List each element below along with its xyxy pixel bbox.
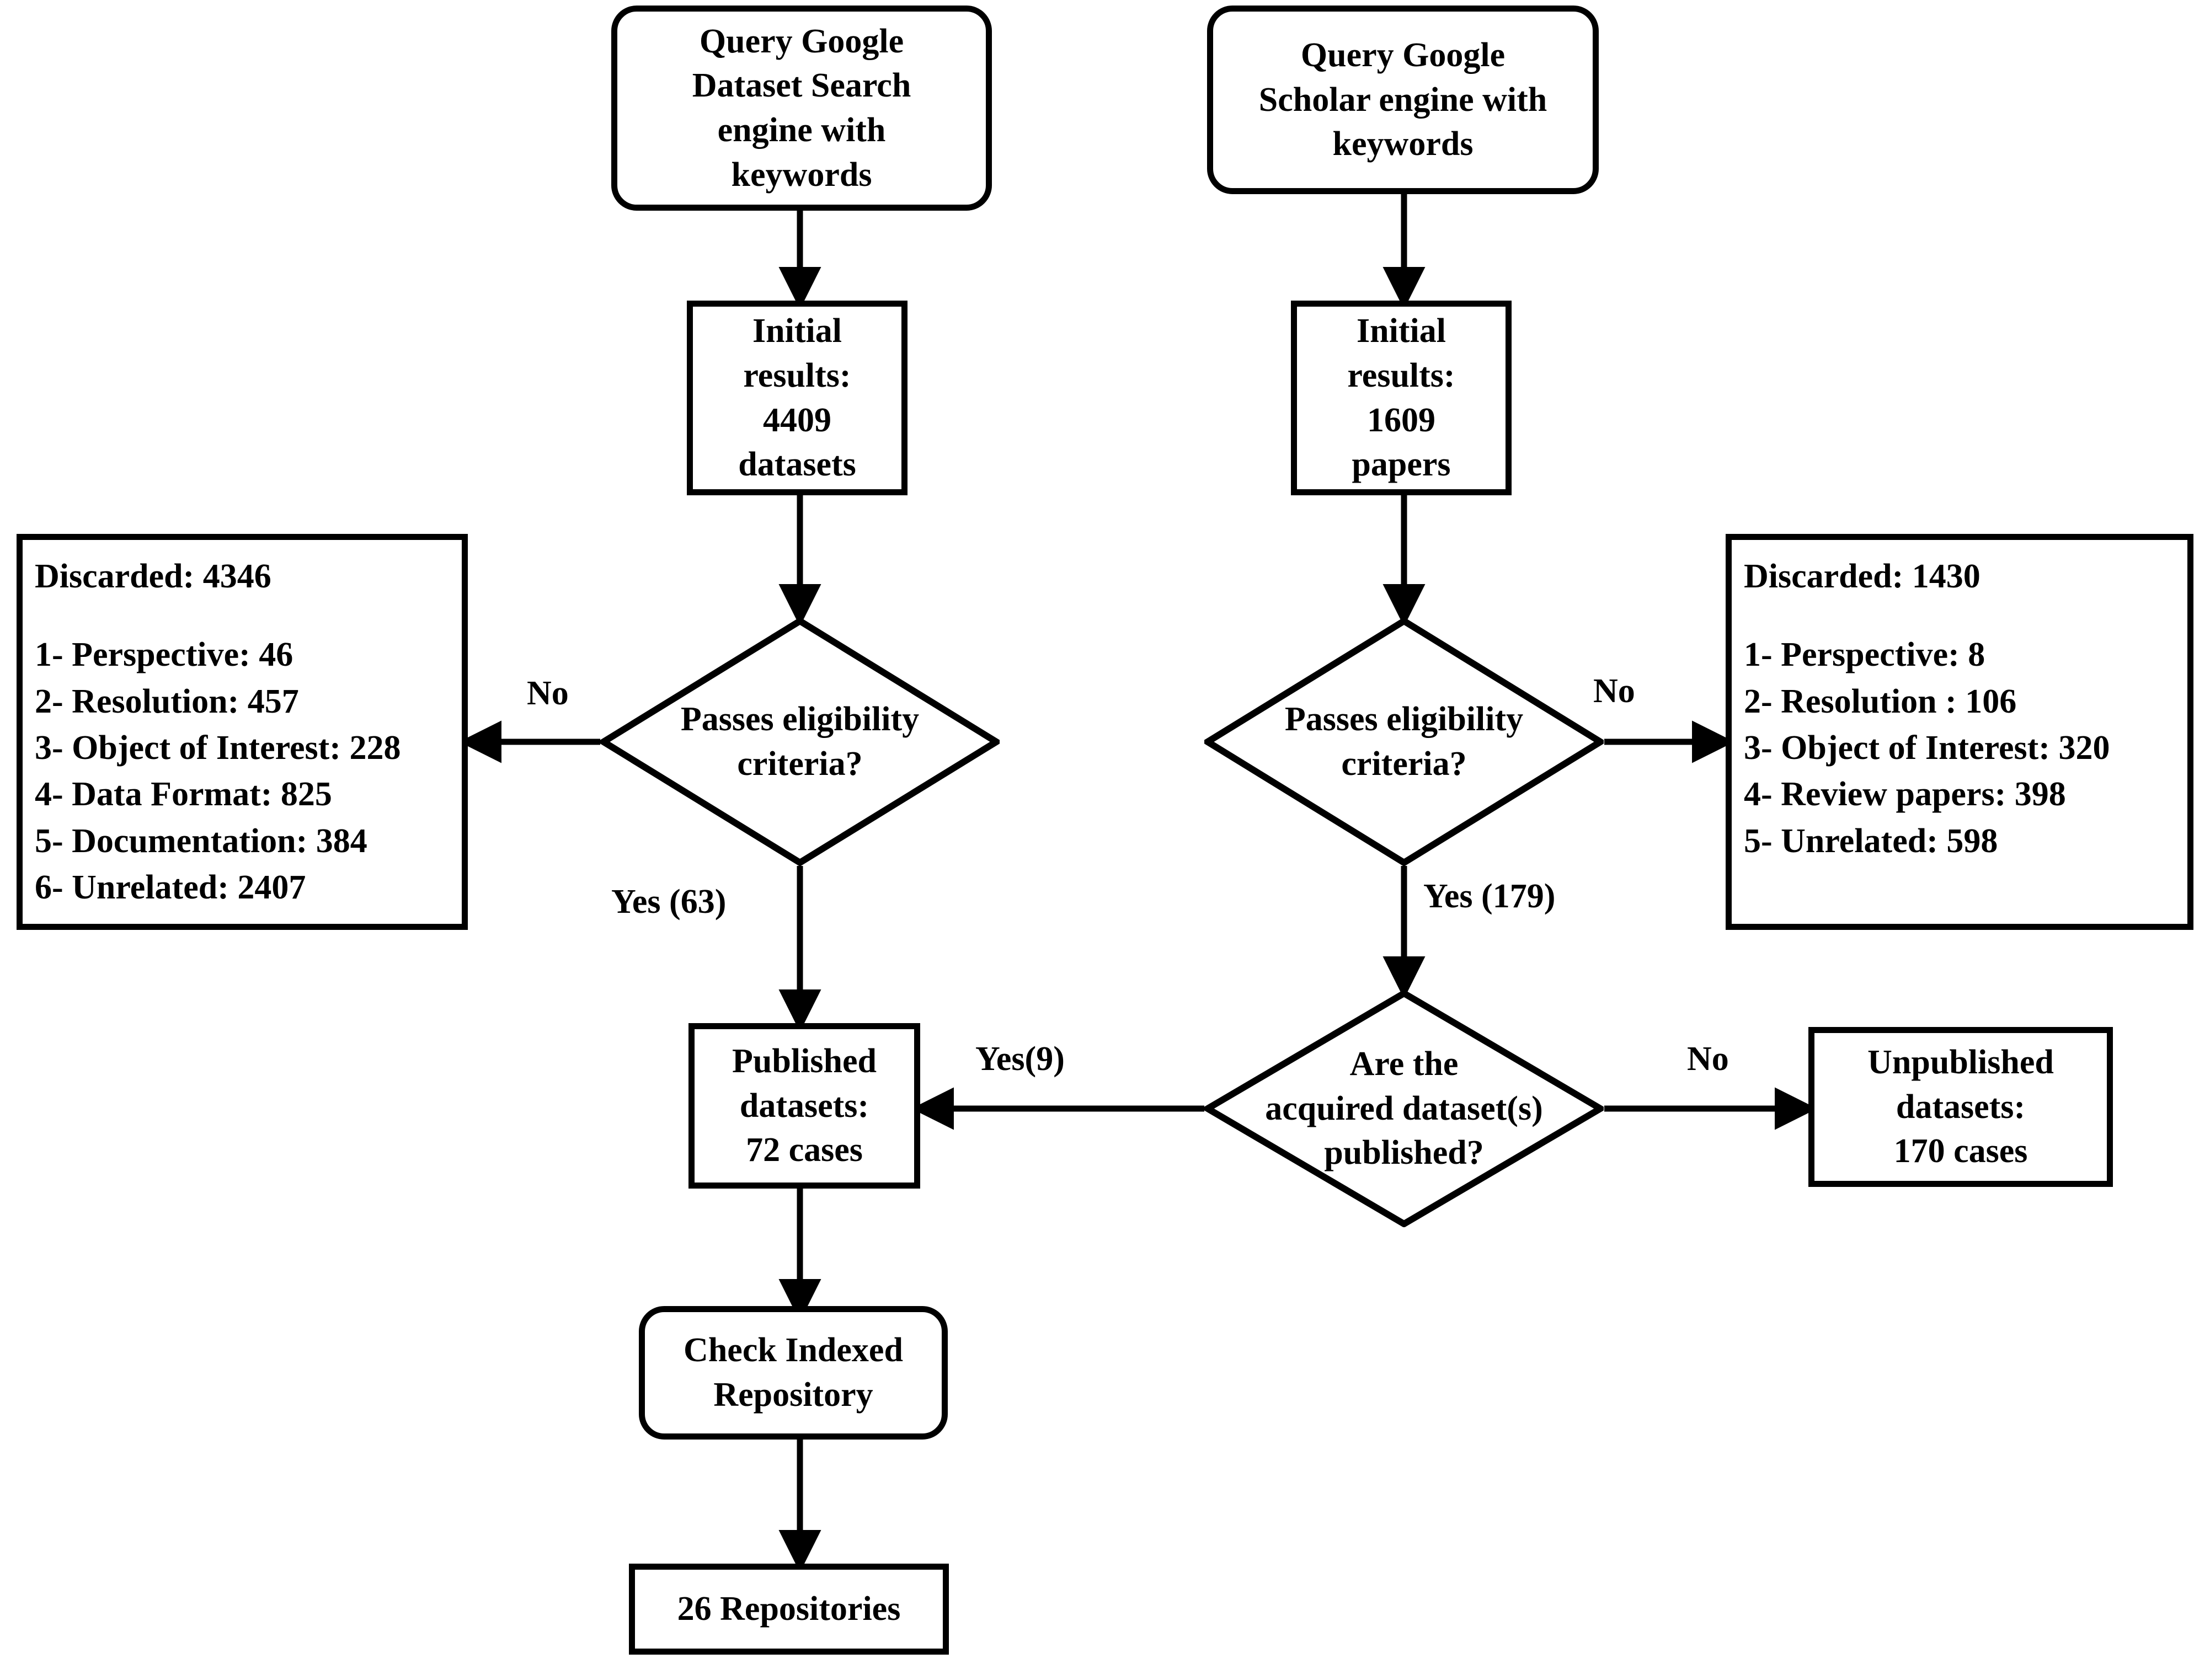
diamond-shape-right — [1204, 618, 1604, 866]
discarded-right-headline: Discarded: 1430 — [1744, 558, 1981, 595]
discarded-left-item-2: 2- Resolution: 457 — [35, 682, 299, 720]
node-are-datasets-published[interactable]: Are the acquired dataset(s) published? — [1204, 990, 1604, 1227]
node-26-repositories[interactable]: 26 Repositories — [629, 1564, 949, 1655]
edge-label-published-yes: Yes(9) — [975, 1040, 1065, 1078]
edge-label-left-yes: Yes (63) — [611, 883, 727, 921]
eligibility-right-label: Passes eligibility criteria? — [1284, 700, 1524, 783]
node-query-dataset-search[interactable]: Query Google Dataset Search engine with … — [611, 6, 992, 211]
discarded-left-item-5: 5- Documentation: 384 — [35, 822, 367, 860]
discarded-right-box[interactable]: Discarded: 1430 1- Perspective: 8 2- Res… — [1726, 534, 2193, 930]
discarded-left-box[interactable]: Discarded: 4346 1- Perspective: 46 2- Re… — [17, 534, 468, 930]
discarded-left-item-4: 4- Data Format: 825 — [35, 775, 332, 814]
discarded-right-item-3: 3- Object of Interest: 320 — [1744, 729, 2110, 767]
node-eligibility-left[interactable]: Passes eligibility criteria? — [600, 618, 1000, 866]
edge-label-right-yes: Yes (179) — [1423, 878, 1556, 915]
node-initial-results-papers[interactable]: Initial results: 1609 papers — [1291, 301, 1512, 495]
edge-label-right-no: No — [1593, 672, 1635, 710]
diamond-shape-left — [600, 618, 1000, 866]
discarded-left-item-1: 1- Perspective: 46 — [35, 636, 293, 674]
edge-label-published-no: No — [1687, 1040, 1729, 1078]
node-eligibility-right[interactable]: Passes eligibility criteria? — [1204, 618, 1604, 866]
discarded-right-item-5: 5- Unrelated: 598 — [1744, 822, 1998, 860]
are-datasets-published-label: Are the acquired dataset(s) published? — [1265, 1045, 1543, 1172]
node-initial-results-datasets[interactable]: Initial results: 4409 datasets — [687, 301, 908, 495]
diamond-shape-published — [1204, 990, 1604, 1227]
discarded-left-item-3: 3- Object of Interest: 228 — [35, 729, 401, 767]
node-published-datasets[interactable]: Published datasets: 72 cases — [688, 1023, 920, 1189]
eligibility-left-label: Passes eligibility criteria? — [680, 700, 920, 783]
discarded-right-item-1: 1- Perspective: 8 — [1744, 636, 1985, 674]
edge-label-left-no: No — [527, 675, 569, 712]
discarded-left-item-6: 6- Unrelated: 2407 — [35, 868, 306, 906]
node-unpublished-datasets[interactable]: Unpublished datasets: 170 cases — [1808, 1027, 2113, 1187]
discarded-right-item-4: 4- Review papers: 398 — [1744, 775, 2066, 814]
node-query-google-scholar[interactable]: Query Google Scholar engine with keyword… — [1207, 6, 1599, 194]
discarded-left-headline: Discarded: 4346 — [35, 558, 271, 595]
node-check-indexed-repository[interactable]: Check Indexed Repository — [639, 1306, 948, 1440]
discarded-right-item-2: 2- Resolution : 106 — [1744, 682, 2017, 720]
